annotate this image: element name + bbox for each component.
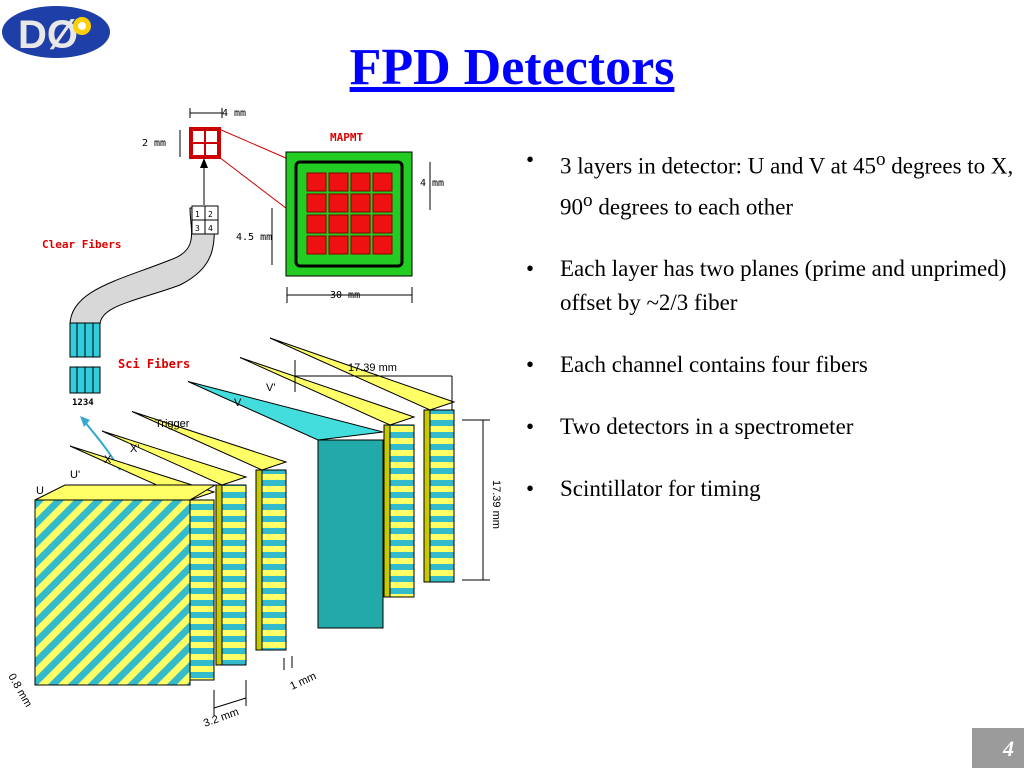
detector-layers bbox=[34, 337, 456, 686]
bullet-item: •Two detectors in a spectrometer bbox=[518, 410, 1018, 444]
bullet-dot: • bbox=[526, 476, 535, 502]
grid-3: 3 bbox=[195, 224, 200, 233]
pmt-pixel-grid bbox=[306, 172, 393, 255]
dim-3-2mm: 3.2 mm bbox=[202, 706, 241, 730]
detector-top-face bbox=[34, 484, 217, 501]
pmt-pixel bbox=[306, 214, 327, 234]
bullet-item: •Each layer has two planes (prime and un… bbox=[518, 252, 1018, 320]
layer-side-face bbox=[389, 424, 415, 598]
pmt-pixel bbox=[328, 214, 349, 234]
mapmt-label: MAPMT bbox=[330, 131, 363, 144]
bullet-item: •Scintillator for timing bbox=[518, 472, 1018, 506]
layer-side-face bbox=[429, 409, 455, 583]
clear-fibers-label: Clear Fibers bbox=[42, 238, 121, 251]
layer-side-face bbox=[317, 439, 384, 629]
layer-edge bbox=[423, 409, 431, 583]
page-title: FPD Detectors bbox=[349, 39, 675, 96]
label-v: V bbox=[234, 397, 242, 409]
bullet-dot: • bbox=[526, 147, 535, 172]
dim-0-8mm: 0.8 mm bbox=[5, 672, 34, 710]
grid-2: 2 bbox=[208, 210, 213, 219]
layer-edge bbox=[383, 424, 391, 598]
pmt-pixel bbox=[306, 193, 327, 213]
detector-front-face bbox=[34, 499, 191, 686]
label-xp: X' bbox=[130, 443, 139, 455]
fiber-numbers: 1234 bbox=[72, 398, 94, 408]
pmt-pixel bbox=[350, 193, 371, 213]
dim-17-39-top: 17.39 mm bbox=[348, 362, 397, 374]
grid-4: 4 bbox=[208, 224, 213, 233]
bullet-dot: • bbox=[526, 352, 535, 378]
dim-4-5mm: 4.5 mm bbox=[236, 232, 272, 243]
pmt-pixel bbox=[328, 193, 349, 213]
layer-top-face bbox=[101, 430, 248, 486]
pmt-pixel bbox=[372, 235, 393, 255]
layer-top-face bbox=[239, 357, 416, 426]
dim-4mm-right: 4 mm bbox=[420, 178, 444, 189]
pmt-pixel bbox=[306, 172, 327, 192]
pmt-pixel bbox=[372, 172, 393, 192]
page-number: 4 bbox=[972, 728, 1024, 768]
pmt-pixel bbox=[328, 235, 349, 255]
dim-2mm: 2 mm bbox=[142, 138, 166, 149]
pmt-pixel bbox=[350, 172, 371, 192]
dim-30mm: 30 mm bbox=[330, 290, 360, 301]
dim-1mm: 1 mm bbox=[288, 670, 318, 692]
bullet-item: •Each channel contains four fibers bbox=[518, 348, 1018, 382]
label-trigger: Trigger bbox=[155, 418, 190, 430]
fpd-diagram: 4 mm 2 mm MAPMT 4 mm 4.5 mm 30 mm 1 2 3 … bbox=[5, 108, 502, 730]
layer-side-face bbox=[189, 499, 215, 681]
layer-edge bbox=[255, 469, 263, 651]
bullet-list: •3 layers in detector: U and V at 45o de… bbox=[518, 143, 1018, 534]
pmt-pixel bbox=[306, 235, 327, 255]
layer-side-face bbox=[261, 469, 287, 651]
grid-1: 1 bbox=[195, 210, 200, 219]
label-up: U' bbox=[70, 469, 80, 481]
pmt-pixel bbox=[372, 193, 393, 213]
pmt-pixel bbox=[372, 214, 393, 234]
label-x: X bbox=[104, 454, 112, 466]
pmt-pixel bbox=[350, 214, 371, 234]
layer-edge bbox=[215, 484, 223, 666]
d0-logo: DØ bbox=[2, 6, 110, 58]
dim-4mm: 4 mm bbox=[222, 108, 246, 119]
label-vp: V' bbox=[266, 382, 275, 394]
layer-side-face bbox=[221, 484, 247, 666]
dim-17-39-side: 17.39 mm bbox=[490, 480, 502, 529]
bullet-dot: • bbox=[526, 256, 535, 282]
layer-top-face bbox=[131, 411, 288, 471]
logo-text: DØ bbox=[18, 13, 78, 57]
layer-top-face bbox=[269, 337, 456, 411]
bullet-dot: • bbox=[526, 414, 535, 440]
bullet-item: •3 layers in detector: U and V at 45o de… bbox=[518, 143, 1018, 224]
pmt-pixel bbox=[328, 172, 349, 192]
layer-top-face bbox=[187, 381, 384, 441]
pmt-pixel bbox=[350, 235, 371, 255]
label-u: U bbox=[36, 485, 44, 497]
sci-fibers-label: Sci Fibers bbox=[118, 357, 190, 371]
